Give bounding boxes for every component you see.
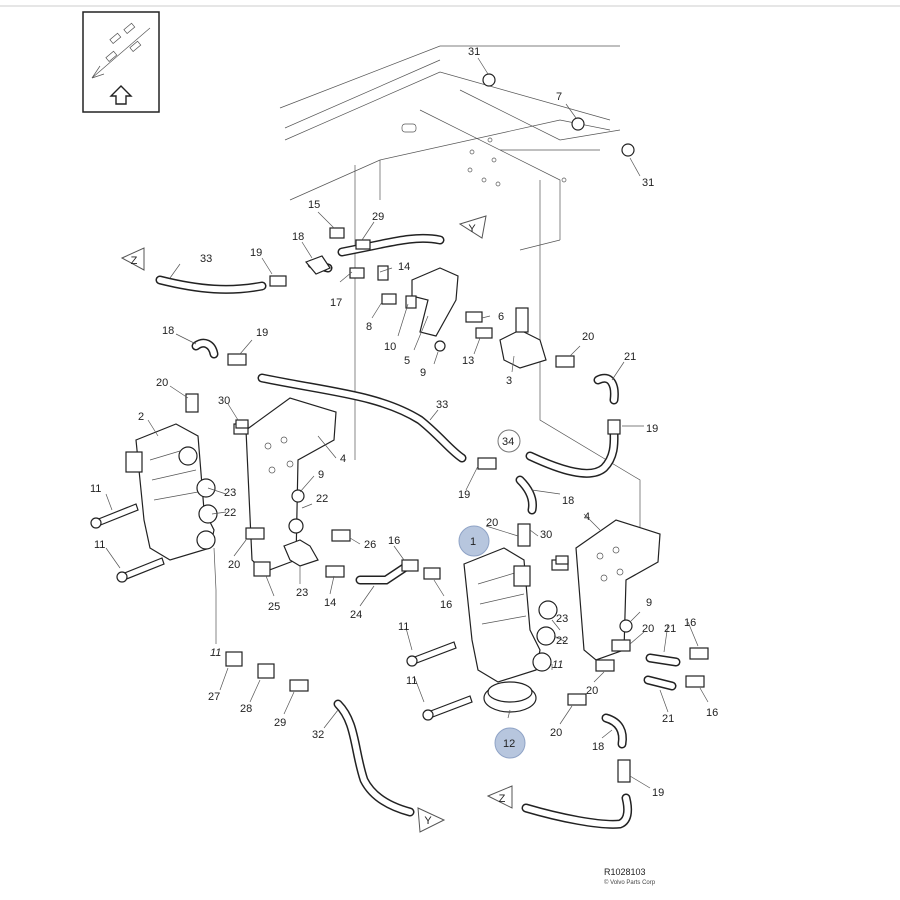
callout-labels: 31 7 31 15 29 18 19 33 14 17 8 10 5 9 6 …: [90, 46, 718, 799]
callout-20: 20: [642, 623, 654, 635]
callout-10: 10: [384, 341, 396, 353]
callout-21: 21: [664, 623, 676, 635]
valve-block-right: [463, 547, 558, 713]
callout-20: 20: [550, 727, 562, 739]
callout-16: 16: [440, 599, 452, 611]
callout-24: 24: [350, 609, 362, 621]
callout-17: 17: [330, 297, 342, 309]
callout-2: 2: [138, 411, 144, 423]
callout-22: 22: [556, 635, 568, 647]
callout-20: 20: [486, 517, 498, 529]
callout-9: 9: [318, 469, 324, 481]
callout-29: 29: [372, 211, 384, 223]
callout-19: 19: [646, 423, 658, 435]
callout-19: 19: [652, 787, 664, 799]
callout-22: 22: [224, 507, 236, 519]
callout-4: 4: [584, 511, 590, 523]
callout-9: 9: [420, 367, 426, 379]
callout-11: 11: [90, 483, 101, 495]
callout-1-highlight: [458, 525, 490, 557]
arrow-up-icon: [109, 85, 133, 105]
marker-y2: Y: [417, 807, 446, 833]
bracket-right: [575, 519, 661, 661]
callout-20: 20: [228, 559, 240, 571]
callout-18: 18: [592, 741, 604, 753]
callout-21: 21: [624, 351, 636, 363]
fittings: [185, 73, 709, 783]
marker-z1: Z: [120, 247, 145, 271]
callout-3: 3: [506, 375, 512, 387]
callout-34: 34: [502, 436, 514, 448]
bracket-small: [411, 267, 459, 337]
callout-20: 20: [582, 331, 594, 343]
callout-22: 22: [316, 493, 328, 505]
callout-7: 7: [556, 91, 562, 103]
callout-16: 16: [706, 707, 718, 719]
callout-1: 1: [470, 536, 476, 548]
callout-20: 20: [586, 685, 598, 697]
footer: R1028103 © Volvo Parts Corp: [604, 867, 655, 889]
marker-y2-label: Y: [424, 815, 432, 827]
callout-32: 32: [312, 729, 324, 741]
frame-outline: [279, 45, 641, 560]
callout-16: 16: [684, 617, 696, 629]
callout-23: 23: [556, 613, 568, 625]
callout-29: 29: [274, 717, 286, 729]
bolts: [90, 419, 569, 721]
callout-18: 18: [162, 325, 174, 337]
callout-4: 4: [340, 453, 346, 465]
leader-lines: [105, 57, 709, 789]
copyright: © Volvo Parts Corp: [604, 880, 656, 886]
callout-30: 30: [540, 529, 552, 541]
marker-y1: Y: [458, 215, 487, 239]
callout-34-circle: [497, 429, 521, 453]
callout-14: 14: [398, 261, 410, 273]
callout-11: 11: [398, 621, 409, 633]
callout-11: 11: [552, 659, 563, 671]
callout-25: 25: [268, 601, 280, 613]
orientation-arrow-icon: [91, 22, 151, 79]
callout-19: 19: [250, 247, 262, 259]
callout-19: 19: [256, 327, 268, 339]
callout-9: 9: [646, 597, 652, 609]
callout-11: 11: [94, 539, 105, 551]
callout-30: 30: [218, 395, 230, 407]
callout-11: 11: [406, 675, 417, 687]
callout-19: 19: [458, 489, 470, 501]
callout-12-highlight: [494, 727, 526, 759]
hoses: [155, 233, 681, 829]
callout-27: 27: [208, 691, 220, 703]
callout-31: 31: [642, 177, 654, 189]
callout-31: 31: [468, 46, 480, 58]
callout-20: 20: [156, 377, 168, 389]
callout-15: 15: [308, 199, 320, 211]
callout-6: 6: [498, 311, 504, 323]
callout-26: 26: [364, 539, 376, 551]
callout-18: 18: [562, 495, 574, 507]
callout-12: 12: [503, 738, 515, 750]
callout-14: 14: [324, 597, 336, 609]
callout-8: 8: [366, 321, 372, 333]
callout-23: 23: [224, 487, 236, 499]
callout-5: 5: [404, 355, 410, 367]
callout-21: 21: [662, 713, 674, 725]
valve-3: [499, 307, 547, 369]
callout-33: 33: [436, 399, 448, 411]
drawing-code: R1028103: [604, 867, 646, 877]
callout-23: 23: [296, 587, 308, 599]
valve-block-left: [125, 423, 218, 561]
marker-z2-label: Z: [499, 793, 506, 805]
callout-33: 33: [200, 253, 212, 265]
marker-z2: Z: [486, 785, 513, 809]
callout-11: 11: [210, 647, 221, 659]
orientation-inset: [82, 11, 160, 113]
callout-16: 16: [388, 535, 400, 547]
callout-28: 28: [240, 703, 252, 715]
callout-18: 18: [292, 231, 304, 243]
marker-z1-label: Z: [131, 255, 138, 267]
marker-y1-label: Y: [468, 223, 476, 235]
callout-13: 13: [462, 355, 474, 367]
